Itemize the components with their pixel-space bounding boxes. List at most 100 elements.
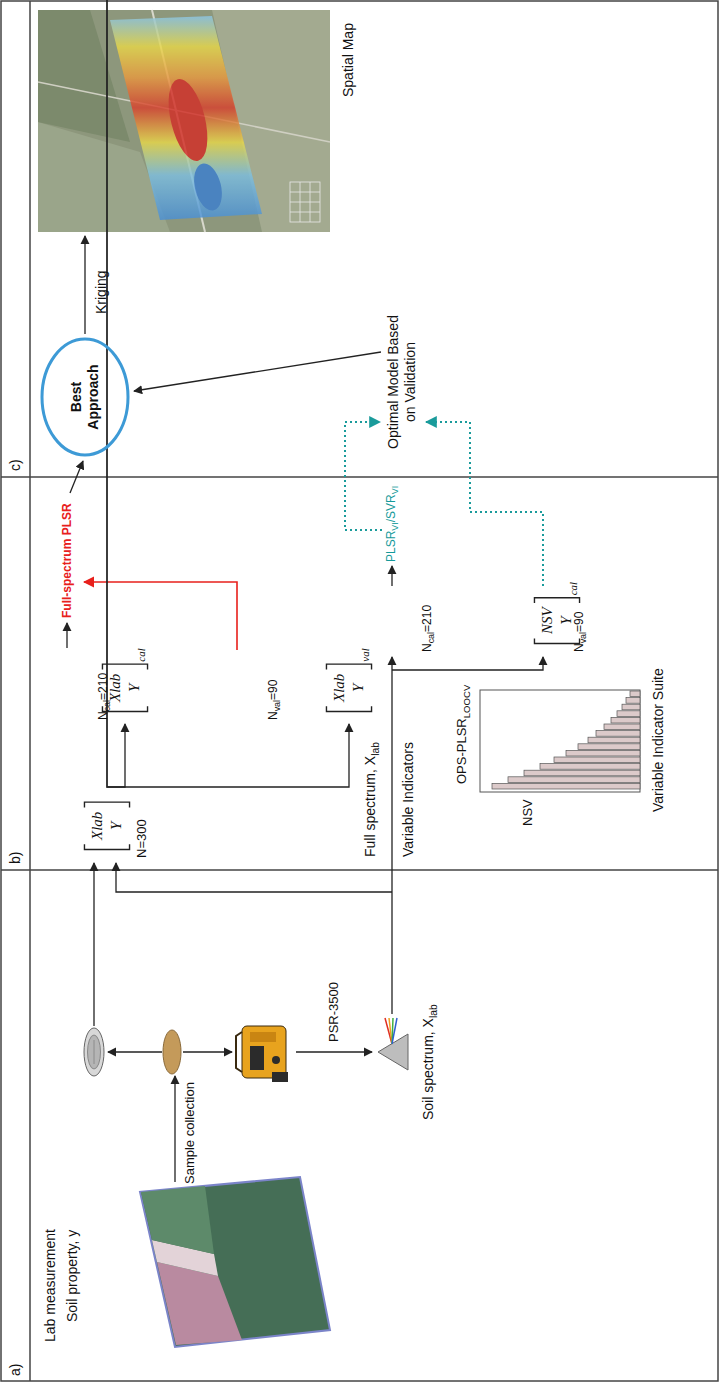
branch-label: Full spectrum, Xlab xyxy=(362,742,382,857)
matrix-entry: Xlab xyxy=(330,674,349,702)
label-text: N xyxy=(420,643,434,652)
dish-line xyxy=(94,1040,95,1064)
matrix-entry: Xlab xyxy=(106,674,125,702)
frame-line xyxy=(29,1,31,1381)
matrix-bracket: XlabY xyxy=(326,664,372,712)
step-label: Lab measurement xyxy=(42,1229,59,1342)
chart-bar xyxy=(566,750,640,756)
label-text: Variable Indicators xyxy=(400,742,416,857)
flow-arrow xyxy=(108,1051,162,1052)
validation-dotted-arrow xyxy=(345,422,382,530)
map-grid-line xyxy=(300,182,301,222)
label-text: =90 xyxy=(572,612,586,632)
label-text: N xyxy=(266,711,280,720)
matrix-bracket: XlabY xyxy=(102,664,148,712)
spectrum-ray xyxy=(389,1018,392,1044)
map-grid-line xyxy=(290,212,320,213)
soil-sample xyxy=(163,1030,181,1074)
subscript: VI xyxy=(390,522,400,530)
oval-outline xyxy=(42,339,128,455)
map-grid-cell xyxy=(290,182,320,222)
matrix-entry: Y xyxy=(557,607,576,634)
label-text: a) xyxy=(7,1364,23,1376)
sample-count: Ncal=210 xyxy=(420,605,437,652)
label-text: b) xyxy=(7,852,23,864)
branch-label: Variable Indicators xyxy=(400,742,417,857)
model-name: PLSRVI/SVRVI xyxy=(384,486,401,562)
step-label: Soil spectrum, Xlab xyxy=(420,1004,440,1120)
matrix-bracket: XlabY xyxy=(84,802,130,850)
label-text: N xyxy=(572,643,586,652)
chart-caption: Variable Indicator Suite xyxy=(650,668,667,812)
map-ground xyxy=(38,10,330,232)
sample-count: N=300 xyxy=(134,819,150,858)
data-matrix: XlabYcal xyxy=(98,0,152,722)
kriging-hotspot xyxy=(161,75,214,165)
subscript: cal xyxy=(132,648,151,661)
subscript: cal xyxy=(426,632,436,643)
label-text: Optimal Model Based on Validation xyxy=(385,315,418,449)
chart-bar xyxy=(588,737,640,743)
flow-connector xyxy=(107,0,125,787)
subscript: VI xyxy=(390,486,400,494)
chart-bar xyxy=(578,744,640,750)
flow-arrow xyxy=(391,657,392,1014)
spectroradiometer xyxy=(272,1072,288,1082)
chart-bar xyxy=(622,704,640,710)
matrix-entry: Xlab xyxy=(88,812,107,840)
spatial-map-image xyxy=(38,10,330,232)
matrix-entry: NSV xyxy=(538,607,557,634)
flow-arrow xyxy=(93,863,94,1026)
spectroradiometer xyxy=(242,1026,286,1078)
chart-bar xyxy=(524,770,640,776)
flow-arrow xyxy=(70,461,83,493)
subscript: lab xyxy=(428,1004,439,1018)
spectroradiometer xyxy=(236,1032,242,1072)
field-patch xyxy=(141,1186,214,1254)
step-label: Soil property, y xyxy=(64,1230,81,1322)
bracket-outline xyxy=(84,802,129,849)
label-text: Lab measurement xyxy=(42,1229,58,1342)
label-text: =210 xyxy=(420,605,434,632)
label-text: Full-spectrum PLSR xyxy=(60,503,74,618)
data-matrix: XlabYval xyxy=(322,0,376,722)
flow-arrow xyxy=(296,1051,372,1052)
map-grid-line xyxy=(290,202,320,203)
label-text: Kriging xyxy=(93,270,109,314)
label-text: c) xyxy=(7,459,23,471)
panel-letter: b) xyxy=(7,852,24,864)
matrix-entry: Y xyxy=(349,674,368,702)
field-photo xyxy=(140,1177,330,1347)
sample-count: Nval=90 xyxy=(572,612,589,652)
label-text: PLSR xyxy=(384,531,398,562)
spectrum-ray xyxy=(392,1018,397,1044)
label-text: N xyxy=(96,711,110,720)
map-grid-line xyxy=(290,192,320,193)
matrix-entry: Y xyxy=(125,674,144,702)
flow-arrow xyxy=(66,623,67,648)
bracket-outline xyxy=(326,664,371,711)
label-text: Full spectrum, X xyxy=(362,756,378,857)
flow-connector xyxy=(107,0,349,787)
flow-arrow xyxy=(183,1051,232,1052)
approach-oval: Best Approach xyxy=(40,337,130,457)
flow-arrows xyxy=(67,236,543,1182)
chart-bar xyxy=(596,731,640,737)
label-text: Sample collection xyxy=(182,1082,197,1184)
device-label: PSR-3500 xyxy=(326,982,342,1042)
chart-frame xyxy=(480,690,640,792)
bracket-outline xyxy=(534,598,579,644)
sample-dish xyxy=(84,1028,104,1076)
map-label: Spatial Map xyxy=(340,23,357,97)
subscript: val xyxy=(356,648,375,661)
field-image xyxy=(140,1177,330,1347)
chart-bar xyxy=(554,757,640,763)
spectroradiometer xyxy=(250,1046,264,1070)
map-grid xyxy=(290,182,320,222)
flow-arrow xyxy=(391,566,392,586)
arrow-label: Sample collection xyxy=(182,1082,198,1184)
label-text: PSR-3500 xyxy=(326,982,341,1042)
subscript: LOOCV xyxy=(461,685,472,719)
